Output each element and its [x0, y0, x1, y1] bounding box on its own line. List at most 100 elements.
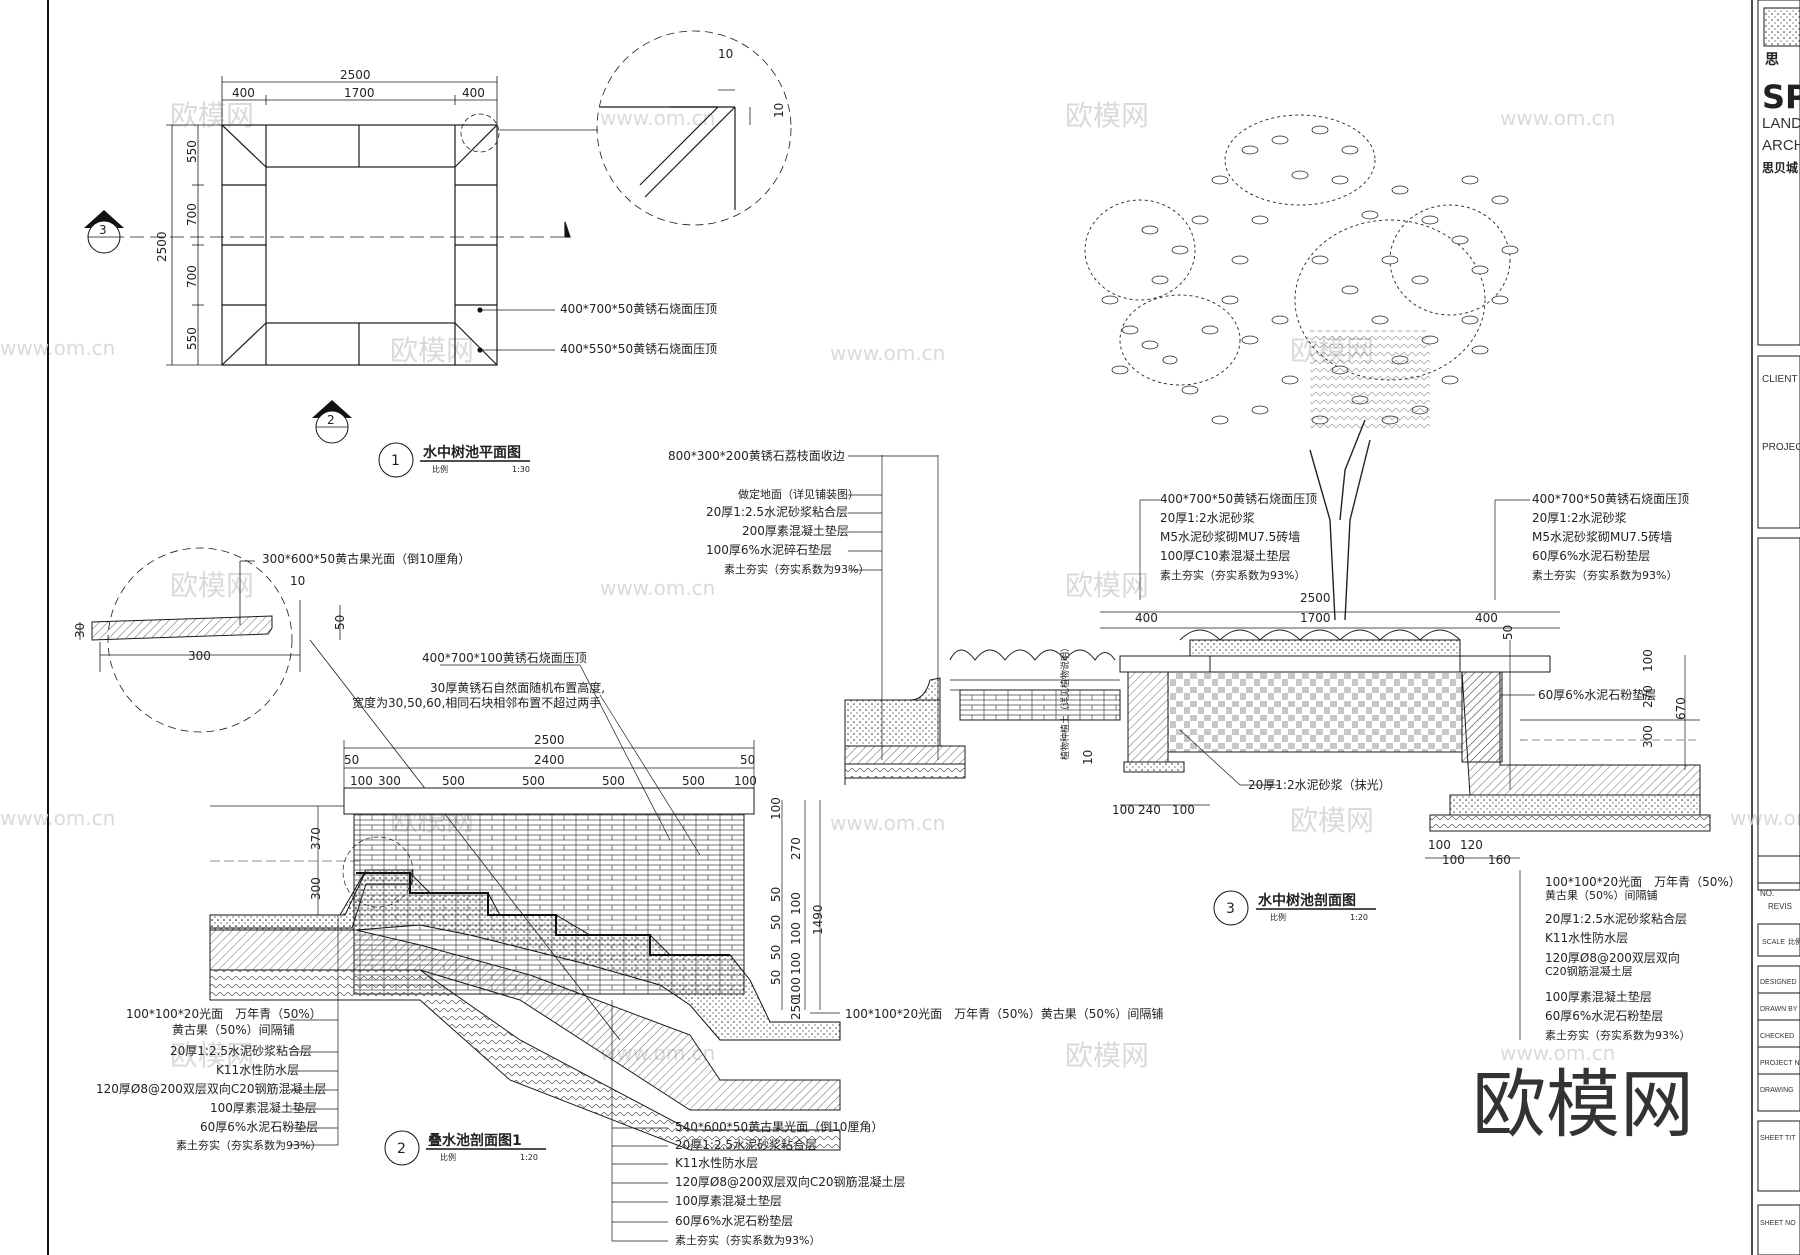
s2-dim-right: 1490 — [811, 904, 825, 935]
s2-left-note: 素土夯实（夯实系数为93%） — [176, 1138, 321, 1152]
dim-plan-edge: 400 — [462, 86, 485, 100]
s2-bottom-note: 100厚素混凝土垫层 — [675, 1193, 782, 1208]
section-3-text: 400*700*50黄锈石烧面压顶 20厚1:2水泥砂浆 M5水泥砂浆砌MU7.… — [1059, 492, 1741, 1042]
section-marker-2: 2 — [312, 400, 352, 444]
s2-dim: 500 — [602, 774, 625, 788]
s2-dim-right: 50 — [769, 970, 783, 985]
edge-detail — [844, 455, 966, 785]
coping-dim-w: 300 — [188, 649, 211, 663]
s3-dim-bottom2: 100 — [1428, 838, 1451, 852]
s3-right-note: 400*700*50黄锈石烧面压顶 — [1532, 492, 1689, 506]
plan-scale-label: 比例 — [432, 464, 448, 474]
edge-note: 素土夯实（夯实系数为93%） — [724, 562, 869, 576]
watermark-url: www.om.cn — [600, 576, 715, 600]
plan-dims: 2500 400 1700 400 2500 550 700 700 550 4… — [155, 47, 786, 356]
tb-project-no: PROJECT N — [1760, 1060, 1800, 1067]
s2-dim: 50 — [740, 753, 755, 767]
section-3-number: 3 — [1226, 901, 1235, 917]
section-2 — [209, 664, 841, 1242]
coping-note: 300*600*50黄古果光面（倒10厘角） — [262, 551, 470, 566]
s2-left-note: 黄古果（50%）间隔铺 — [172, 1022, 295, 1037]
s3-left-note: 100厚C10素混凝土垫层 — [1160, 548, 1291, 563]
dim-plan-mid: 1700 — [344, 86, 375, 100]
edge-note: 20厚1:2.5水泥砂浆粘合层 — [706, 504, 848, 519]
watermark-url: www.om.cn — [0, 336, 115, 360]
s2-left-note: 20厚1:2.5水泥砂浆粘合层 — [170, 1043, 312, 1058]
s3-dim-bottom: 100 — [1172, 803, 1195, 817]
section-mark-label: 2 — [327, 413, 335, 427]
coping-dim-h: 30 — [73, 623, 87, 638]
section-2-title: 2 叠水池剖面图1 比例 1:20 — [384, 1130, 546, 1166]
s2-dim-right: 100 — [789, 977, 803, 1000]
s2-dim: 500 — [442, 774, 465, 788]
s2-dim-left: 300 — [309, 877, 323, 900]
s3-dim-bottom2: 120 — [1460, 838, 1483, 852]
s2-bottom-note: 60厚6%水泥石粉垫层 — [675, 1213, 793, 1228]
s3-bottom-note: 120厚Ø8@200双层双向 — [1545, 950, 1680, 965]
s2-dim: 100 — [734, 774, 757, 788]
section-2-number: 2 — [397, 1141, 406, 1157]
dim-plan-total-v: 2500 — [155, 231, 169, 262]
tb-scale: SCALE — [1762, 939, 1785, 946]
tb-sheet-no: SHEET NO — [1760, 1220, 1796, 1227]
s3-dim-10: 10 — [1081, 750, 1095, 765]
tb-project: PROJEC — [1762, 442, 1800, 453]
dim-plan-v700: 700 — [185, 203, 199, 226]
s3-dim: 400 — [1135, 611, 1158, 625]
edge-note: 800*300*200黄锈石荔枝面收边 — [668, 448, 845, 463]
s3-bottom-note: 素土夯实（夯实系数为93%） — [1545, 1028, 1690, 1042]
coping-detail-text: 300*600*50黄古果光面（倒10厘角） 300 30 10 50 — [73, 551, 470, 663]
coping-dim-50: 50 — [333, 615, 347, 630]
plan-note-2: 400*550*50黄锈石烧面压顶 — [560, 342, 717, 356]
s2-left-note: 60厚6%水泥石粉垫层 — [200, 1119, 318, 1134]
plan-view — [90, 30, 792, 366]
watermark-brand: 欧模网 — [170, 569, 254, 602]
watermark-brand: 欧模网 — [1065, 569, 1149, 602]
section-marker-3: 3 — [84, 210, 124, 254]
s2-dim-right: 50 — [769, 945, 783, 960]
s3-dim-right: 300 — [1641, 725, 1655, 748]
s2-dim: 500 — [522, 774, 545, 788]
s2-bottom-note: 素土夯实（夯实系数为93%） — [675, 1233, 820, 1247]
s3-bottom-note: 黄古果（50%）间隔铺 — [1545, 888, 1657, 902]
watermark-brand: 欧模网 — [1065, 99, 1149, 132]
s2-dim-right: 270 — [789, 837, 803, 860]
plan-note-1: 400*700*50黄锈石烧面压顶 — [560, 302, 717, 316]
section-3-scale: 1:20 — [1350, 913, 1368, 922]
s3-bottom-note: 20厚1:2.5水泥砂浆粘合层 — [1545, 911, 1687, 926]
s3-dim-bottom2: 160 — [1488, 853, 1511, 867]
dim-plan-v700: 700 — [185, 265, 199, 288]
s2-top-note-2: 30厚黄锈石自然面随机布置高度, — [430, 680, 605, 695]
watermark-url: www.om.cn — [0, 806, 115, 830]
tb-company-en: ARCH — [1762, 137, 1800, 154]
tb-company-en: LAND — [1762, 115, 1800, 132]
s3-dim: 1700 — [1300, 611, 1331, 625]
section-mark-label: 3 — [99, 223, 107, 237]
section-3-title: 3 水中树池剖面图 比例 1:20 — [1213, 890, 1376, 926]
s3-left-note: M5水泥砂浆砌MU7.5砖墙 — [1160, 529, 1300, 544]
watermark-url: www.om.cn — [830, 811, 945, 835]
title-block — [1757, 0, 1800, 1255]
s3-bottom-note: C20钢筋混凝土层 — [1545, 964, 1633, 978]
s3-dim-bottom: 100 — [1112, 803, 1135, 817]
s3-bottom-note: 100厚素混凝土垫层 — [1545, 989, 1652, 1004]
section-2-title-text: 叠水池剖面图1 — [428, 1132, 522, 1149]
s2-left-note: 120厚Ø8@200双层双向C20钢筋混凝土层 — [96, 1081, 327, 1096]
s2-dim: 300 — [378, 774, 401, 788]
dim-plan-overall: 2500 — [340, 68, 371, 82]
s3-bottom-note: 100*100*20光面 万年青（50%） — [1545, 875, 1741, 889]
s2-dim-left: 370 — [309, 827, 323, 850]
s3-left-note: 20厚1:2水泥砂浆 — [1160, 510, 1255, 525]
watermark-url: www.om.cn — [600, 106, 715, 130]
s2-bottom-note: 120厚Ø8@200双层双向C20钢筋混凝土层 — [675, 1174, 906, 1189]
s3-mid-note: 20厚1:2水泥砂浆（抹光） — [1248, 777, 1391, 792]
tb-drawing-no: DRAWING — [1760, 1087, 1794, 1094]
big-watermark: 欧模网 — [1472, 1062, 1694, 1148]
s2-dim: 2500 — [534, 733, 565, 747]
s3-dim-bottom2: 100 — [1442, 853, 1465, 867]
watermark-brand: 欧模网 — [1065, 1039, 1149, 1072]
s3-right-note: 素土夯实（夯实系数为93%） — [1532, 568, 1677, 582]
section-3-title-text: 水中树池剖面图 — [1258, 892, 1356, 909]
tree-canopy — [1084, 114, 1511, 386]
